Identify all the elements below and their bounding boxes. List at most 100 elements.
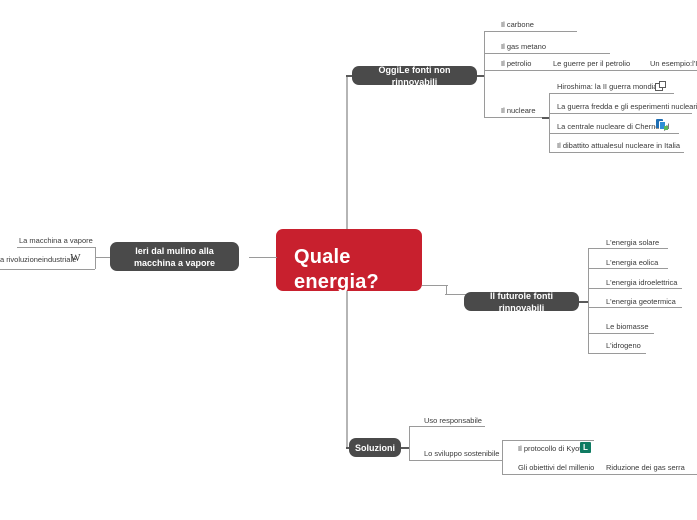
copy-icon[interactable] bbox=[656, 119, 668, 130]
connector-oggi-child-1 bbox=[484, 53, 499, 54]
connector-nucleare-out bbox=[542, 117, 550, 119]
leaf-uso-responsabile[interactable]: Uso responsabile bbox=[424, 416, 482, 425]
connector-oggi-child-2 bbox=[484, 70, 499, 71]
connector-nucleare-child-2 bbox=[549, 133, 555, 134]
leaf-un-esempio-iraq[interactable]: Un esempio:l'Ira bbox=[650, 59, 697, 68]
root-title-line1: Quale bbox=[294, 246, 351, 268]
external-link-icon-arrow bbox=[659, 81, 666, 88]
leaf-guerra-fredda[interactable]: La guerra fredda e gli esperimenti nucle… bbox=[557, 102, 697, 111]
connector-futuro-bend bbox=[446, 285, 447, 295]
branch-node-soluzioni[interactable]: Soluzioni bbox=[349, 438, 401, 457]
branch-label-soluzioni: Soluzioni bbox=[355, 442, 395, 453]
connector-soluzioni-child-0 bbox=[409, 426, 421, 427]
underline-energia-solare bbox=[602, 248, 668, 249]
leaf-il-gas-metano[interactable]: Il gas metano bbox=[501, 42, 547, 51]
leaf-chernobyl[interactable]: La centrale nucleare di Chernobyl bbox=[557, 122, 670, 131]
connector-nucleare-child-3 bbox=[549, 152, 555, 153]
underline-riduzione-gas-serra bbox=[603, 474, 697, 475]
wikipedia-w-icon[interactable]: W bbox=[70, 252, 81, 264]
branch-label-oggi: OggiLe fonti non rinnovabili bbox=[378, 64, 451, 87]
leaf-il-nucleare[interactable]: Il nucleare bbox=[501, 106, 536, 115]
leaf-hiroshima[interactable]: Hiroshima: la II guerra mondiale bbox=[557, 82, 664, 91]
leaf-le-biomasse[interactable]: Le biomasse bbox=[606, 322, 649, 331]
connector-root-to-ieri bbox=[249, 257, 277, 258]
underline-sviluppo-sostenibile bbox=[421, 460, 497, 461]
underline-chernobyl bbox=[555, 133, 679, 134]
connector-sostenibile-out bbox=[497, 460, 502, 461]
leaf-energia-eolica[interactable]: L'energia eolica bbox=[606, 258, 659, 267]
connector-soluzioni-out bbox=[401, 447, 409, 449]
leaf-energia-solare[interactable]: L'energia solare bbox=[606, 238, 660, 247]
connector-futuro-child-1 bbox=[588, 268, 602, 269]
connector-futuro-out bbox=[579, 301, 588, 303]
leaf-obiettivi-millenio[interactable]: Gli obiettivi del millenio bbox=[518, 463, 595, 472]
connector-nucleare-child-0 bbox=[549, 93, 555, 94]
copy-icon-front bbox=[659, 121, 666, 130]
underline-energia-geotermica bbox=[602, 307, 682, 308]
leaf-riduzione-gas-serra[interactable]: Riduzione dei gas serra bbox=[606, 463, 685, 472]
branch-node-oggi[interactable]: OggiLe fonti non rinnovabili bbox=[352, 64, 477, 87]
nucleare-children-spine bbox=[549, 93, 550, 152]
underline-obiettivi-millenio bbox=[514, 474, 598, 475]
leaf-energia-idroelettrica[interactable]: L'energia idroelettrica bbox=[606, 278, 678, 287]
ieri-children-spine bbox=[95, 247, 96, 269]
connector-soluzioni-child-1 bbox=[409, 460, 421, 461]
underline-le-guerre-per-il-petrolio bbox=[550, 70, 643, 71]
underline-il-gas-metano bbox=[499, 53, 610, 54]
connector-futuro-child-3 bbox=[588, 307, 602, 308]
underline-protocollo-kyoto bbox=[514, 440, 594, 441]
branch-label-futuro: Il futurole fonti rinnovabili bbox=[490, 290, 553, 313]
connector-root-to-futuro bbox=[422, 285, 448, 286]
connector-root-to-oggi bbox=[346, 75, 356, 77]
connector-root-to-futuro-2 bbox=[445, 294, 467, 295]
connector-millenio-child-0 bbox=[598, 474, 603, 475]
connector-futuro-child-4 bbox=[588, 333, 602, 334]
connector-futuro-child-0 bbox=[588, 248, 602, 249]
connector-petrolio-child-0 bbox=[545, 70, 550, 71]
underline-dibattito bbox=[555, 152, 684, 153]
underline-hiroshima bbox=[555, 93, 674, 94]
underline-il-carbone bbox=[499, 31, 577, 32]
connector-ieri-out bbox=[96, 257, 110, 258]
connector-oggi-out bbox=[477, 75, 485, 77]
leaf-il-carbone[interactable]: Il carbone bbox=[501, 20, 534, 29]
underline-un-esempio bbox=[648, 70, 697, 71]
connector-guerre-child-0 bbox=[643, 70, 648, 71]
sostenibile-children-spine bbox=[502, 440, 503, 474]
underline-il-nucleare bbox=[499, 117, 549, 118]
connector-futuro-child-2 bbox=[588, 288, 602, 289]
branch-node-ieri[interactable]: Ieri dal mulino alla macchina a vapore bbox=[110, 242, 239, 271]
underline-idrogeno bbox=[602, 353, 646, 354]
leaf-protocollo-kyoto[interactable]: Il protocollo di Kyoto bbox=[518, 444, 586, 453]
leaf-idrogeno[interactable]: L'idrogeno bbox=[606, 341, 641, 350]
connector-oggi-child-3 bbox=[484, 117, 499, 118]
copy-icon-plus bbox=[664, 126, 668, 130]
soluzioni-children-spine bbox=[409, 426, 410, 460]
leaf-le-guerre-per-il-petrolio[interactable]: Le guerre per il petrolio bbox=[553, 59, 631, 68]
underline-le-biomasse bbox=[602, 333, 654, 334]
leaf-sviluppo-sostenibile[interactable]: Lo sviluppo sostenibile bbox=[424, 449, 500, 458]
futuro-children-spine bbox=[588, 248, 589, 353]
underline-uso-responsabile bbox=[421, 426, 485, 427]
underline-energia-idroelettrica bbox=[602, 288, 682, 289]
leaf-il-petrolio[interactable]: Il petrolio bbox=[501, 59, 532, 68]
branch-label-ieri: Ieri dal mulino alla macchina a vapore bbox=[133, 245, 216, 268]
leaf-dibattito[interactable]: Il dibattito attualesul nucleare in Ital… bbox=[557, 141, 680, 150]
connector-futuro-child-5 bbox=[588, 353, 602, 354]
leaf-energia-geotermica[interactable]: L'energia geotermica bbox=[606, 297, 676, 306]
underline-guerra-fredda bbox=[555, 113, 692, 114]
connector-oggi-child-0 bbox=[484, 31, 499, 32]
connector-ieri-child-0 bbox=[17, 247, 95, 248]
label-l-icon[interactable]: L bbox=[580, 442, 591, 453]
root-node[interactable]: Quale energia? bbox=[276, 229, 422, 293]
branch-node-futuro[interactable]: Il futurole fonti rinnovabili bbox=[464, 290, 579, 313]
connector-sostenibile-child-1 bbox=[502, 474, 514, 475]
oggi-children-spine bbox=[484, 31, 485, 117]
connector-ieri-child-1 bbox=[0, 269, 95, 270]
leaf-la-macchina-a-vapore[interactable]: La macchina a vapore bbox=[19, 236, 93, 245]
connector-sostenibile-child-0 bbox=[502, 440, 514, 441]
external-link-icon[interactable] bbox=[655, 81, 666, 91]
connector-nucleare-child-1 bbox=[549, 113, 555, 114]
leaf-rivoluzione-industriale[interactable]: a rivoluzioneindustriale bbox=[0, 255, 77, 264]
